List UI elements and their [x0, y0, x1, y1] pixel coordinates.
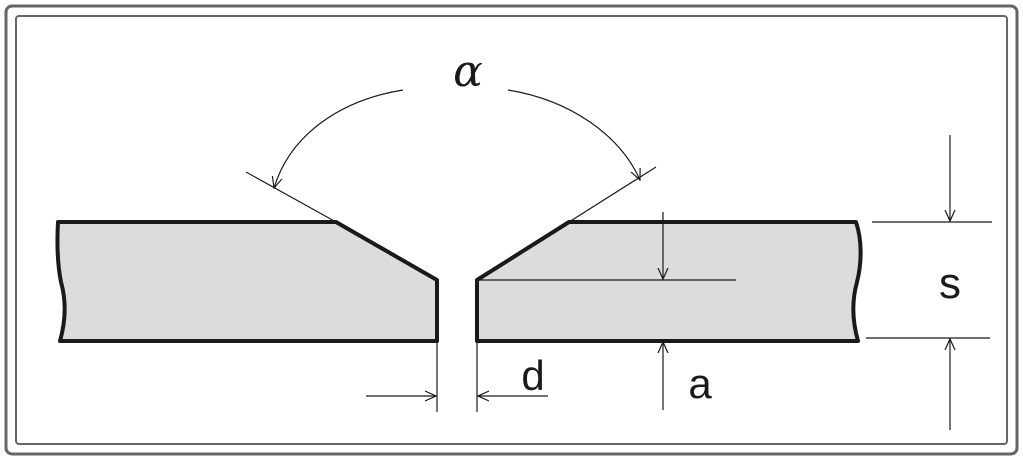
thickness-label: s	[939, 259, 961, 308]
right-plate	[475, 220, 863, 343]
angle-arc-right	[507, 89, 640, 180]
angle-arc-left	[274, 89, 404, 188]
inner-frame	[15, 15, 1008, 445]
outer-frame	[4, 4, 1019, 456]
left-plate	[55, 220, 439, 343]
root-face-label: a	[688, 360, 712, 407]
left-bevel-extension	[245, 171, 337, 223]
gap-label: d	[521, 352, 544, 399]
right-bevel-extension	[568, 166, 657, 223]
angle-label: α	[453, 46, 483, 97]
